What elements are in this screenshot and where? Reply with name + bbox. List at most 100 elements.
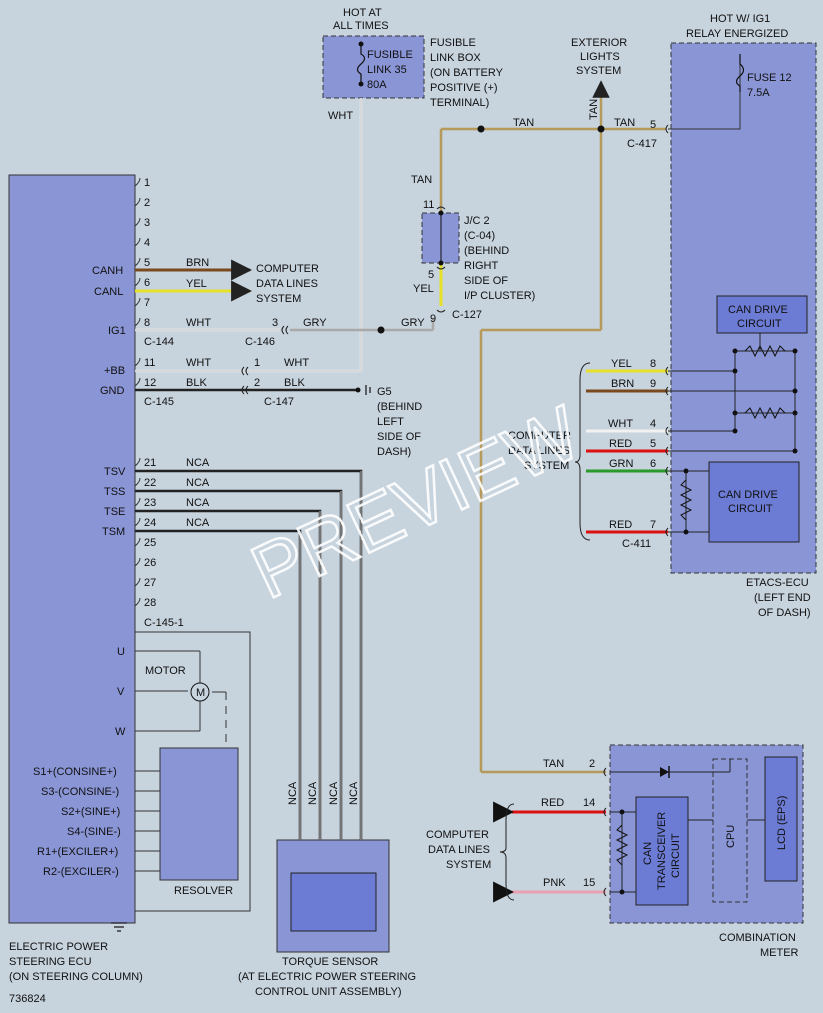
wire-tan-top: TAN (513, 117, 534, 129)
svg-text:23: 23 (144, 497, 156, 509)
wire-nca-4: NCA (186, 517, 210, 529)
wire-blk2: BLK (284, 377, 305, 389)
etacs-3: OF DASH) (758, 607, 811, 619)
ground-symbols (111, 385, 371, 932)
fusible-link-2: LINK 35 (367, 64, 407, 76)
fuses (356, 44, 745, 92)
torque-sensor-3: CONTROL UNIT ASSEMBLY) (255, 986, 402, 998)
etacs-pin-6: 6 (650, 458, 656, 470)
pin-2: 2 (254, 377, 260, 389)
svg-text:5: 5 (144, 257, 150, 269)
fusible-link-1: FUSIBLE (367, 49, 413, 61)
etacs-yel: YEL (611, 358, 632, 370)
svg-text:12: 12 (144, 377, 156, 389)
fuse12-1: FUSE 12 (747, 72, 792, 84)
jc2-1: J/C 2 (464, 215, 490, 227)
wires (135, 64, 796, 912)
meter-pin-2: 2 (589, 758, 595, 770)
svg-text:25: 25 (144, 537, 156, 549)
jc2-3: (BEHIND (464, 245, 509, 257)
eps-pin-ticks (134, 177, 141, 607)
ts-nca-1: NCA (287, 781, 299, 805)
resolver-box (159, 747, 239, 881)
motor-symbol (190, 682, 210, 702)
combination-meter-1: COMBINATION (719, 932, 796, 944)
conn-c411: C-411 (622, 538, 651, 550)
etacs-grn: GRN (609, 458, 634, 470)
jc2-2: (C-04) (464, 230, 495, 242)
jc2-5: SIDE OF (464, 275, 508, 287)
sig-tsm: TSM (102, 526, 125, 538)
conn-c147: C-147 (264, 396, 294, 408)
preview-watermark: PREVIEW (239, 390, 593, 615)
wire-wht-top: WHT (328, 110, 353, 122)
g5-4: SIDE OF (377, 431, 421, 443)
meter-pnk: PNK (543, 877, 566, 889)
pin-1: 1 (254, 357, 260, 369)
svg-text:6: 6 (144, 277, 150, 289)
etacs-red-2: RED (609, 519, 632, 531)
wire-wht-bb2: WHT (284, 357, 309, 369)
fusible-link-3: 80A (367, 79, 387, 91)
motor-symbol-letter: M (196, 687, 205, 699)
fusible-link-box-4: POSITIVE (+) (430, 82, 498, 94)
eps-ecu-3: (ON STEERING COLUMN) (9, 971, 143, 983)
hot-ig1-2: RELAY ENERGIZED (686, 28, 788, 40)
svg-text:8: 8 (144, 317, 150, 329)
exterior-lights-3: SYSTEM (576, 65, 621, 77)
etacs-pin-9: 9 (650, 378, 656, 390)
sig-tss: TSS (104, 486, 125, 498)
motor-label: MOTOR (145, 665, 186, 677)
cpu-label: CPU (725, 825, 737, 848)
torque-sensor-1: TORQUE SENSOR (282, 956, 378, 968)
wire-wht-ig1: WHT (186, 317, 211, 329)
eps-ecu-box (8, 174, 136, 924)
exterior-lights-2: LIGHTS (580, 51, 620, 63)
sig-canl: CANL (94, 286, 123, 298)
lcd-box (764, 756, 798, 882)
wire-yel-jc: YEL (413, 283, 434, 295)
svg-text:28: 28 (144, 597, 156, 609)
etacs-brn: BRN (611, 378, 634, 390)
sig-tsv: TSV (104, 466, 126, 478)
wire-gry-2: GRY (401, 317, 425, 329)
fusible-link-box-5: TERMINAL) (430, 97, 489, 109)
jc2-pin-5: 5 (428, 269, 434, 281)
sig-ig1: IG1 (108, 325, 126, 337)
can-drive-box-top (716, 295, 808, 334)
sig-canh: CANH (92, 265, 123, 277)
meter-pin-14: 14 (583, 797, 595, 809)
can-transceiver-box (635, 796, 689, 906)
wire-wht-bb: WHT (186, 357, 211, 369)
conn-c417: C-417 (627, 138, 657, 150)
resistors (615, 344, 786, 866)
can-drive-box-bottom (708, 461, 800, 543)
fusible-link-box-3: (ON BATTERY (430, 67, 504, 79)
svg-text:1: 1 (144, 177, 150, 189)
wire-nca-3: NCA (186, 497, 210, 509)
conn-c146: C-146 (245, 336, 275, 348)
hot-at-all-times-1: HOT AT (343, 7, 382, 19)
etacs-1: ETACS-ECU (746, 577, 809, 589)
figure-number: 736824 (9, 993, 46, 1005)
cdl-meter-2: DATA LINES (428, 844, 490, 856)
etacs-pin-8: 8 (650, 358, 656, 370)
pin-c417: 5 (650, 119, 656, 131)
can-drive-top-2: CIRCUIT (737, 318, 782, 330)
fusible-link-box-2: LINK BOX (430, 52, 481, 64)
wire-tan-etacs: TAN (614, 117, 635, 129)
resolver-pin-4: S4-(SINE-) (67, 826, 121, 838)
conn-c127: C-127 (452, 309, 482, 321)
wire-tan-jc: TAN (411, 174, 432, 186)
etacs-red: RED (609, 438, 632, 450)
motor-v: V (117, 686, 125, 698)
jc2-6: I/P CLUSTER) (464, 290, 535, 302)
svg-text:7: 7 (144, 297, 150, 309)
conn-c145: C-145 (144, 396, 174, 408)
cdl-meter-3: SYSTEM (446, 859, 491, 871)
resolver-pin-1: S1+(CONSINE+) (33, 766, 117, 778)
combination-meter-2: METER (760, 947, 799, 959)
eps-pin-numbers: 1 2 3 4 5 6 7 8 11 12 21 22 23 24 25 26 … (144, 177, 156, 609)
resolver-label: RESOLVER (174, 885, 233, 897)
